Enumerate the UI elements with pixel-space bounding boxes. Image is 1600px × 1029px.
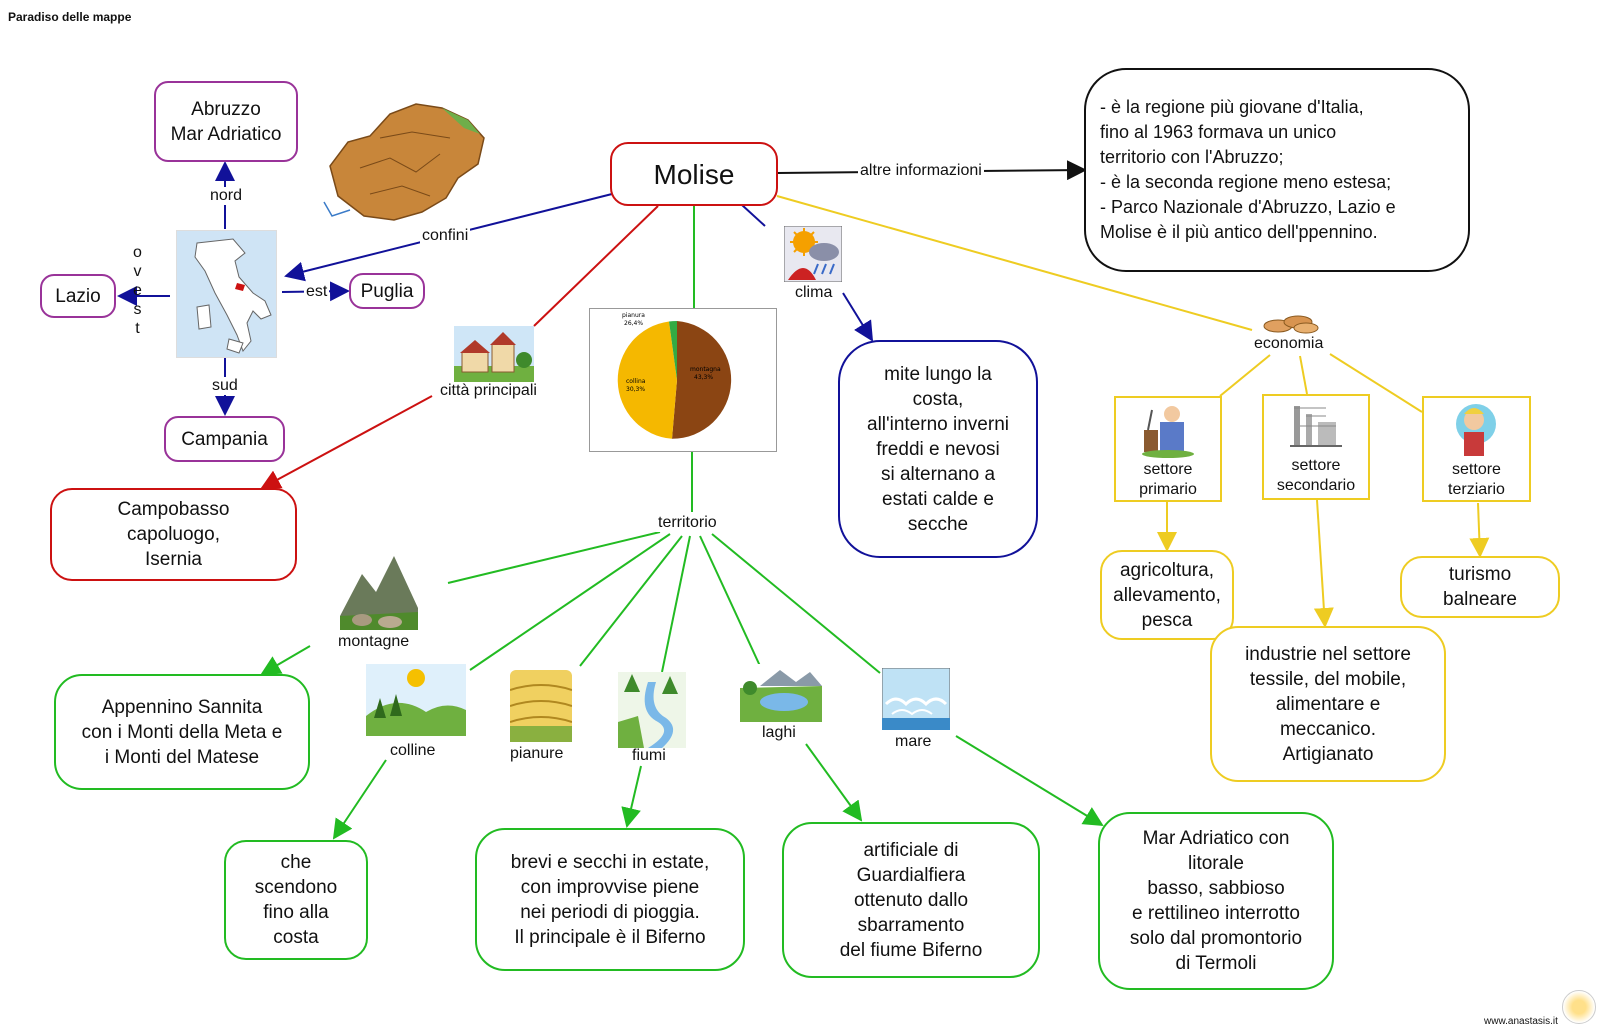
label-confini: confini <box>420 227 471 245</box>
pie-label-collina: collina <box>626 378 646 385</box>
node-mare-desc-text: Mar Adriatico con litorale basso, sabbio… <box>1129 828 1303 974</box>
caption-pianure: pianure <box>510 745 564 762</box>
label-ovest: o v e s t <box>133 244 142 337</box>
box-settore-primario[interactable]: settore primario <box>1114 396 1222 502</box>
node-capoluogo[interactable]: Campobasso capoluogo, Isernia <box>50 488 297 581</box>
village-icon <box>454 326 534 382</box>
central-node-molise[interactable]: Molise <box>610 142 778 206</box>
label-altre-informazioni: altre informazioni <box>858 162 984 180</box>
worker-icon <box>1456 404 1496 456</box>
caption-laghi: laghi <box>762 724 796 741</box>
caption-fiumi: fiumi <box>632 747 666 764</box>
node-abruzzo[interactable]: Abruzzo Mar Adriatico <box>154 81 298 162</box>
node-montagne-desc[interactable]: Appennino Sannita con i Monti della Meta… <box>54 674 310 790</box>
node-primario-desc[interactable]: agricoltura, allevamento, pesca <box>1100 550 1234 640</box>
node-mare-desc[interactable]: Mar Adriatico con litorale basso, sabbio… <box>1098 812 1334 990</box>
node-puglia-text: Puglia <box>360 280 414 302</box>
box-settore-terziario[interactable]: settore terziario <box>1422 396 1531 502</box>
node-fiumi-desc-text: brevi e secchi in estate, con improvvise… <box>510 851 710 948</box>
caption-colline: colline <box>390 742 436 759</box>
settore-secondario-text: settore secondario <box>1276 457 1356 494</box>
label-est: est <box>304 283 330 301</box>
node-fiumi-desc[interactable]: brevi e secchi in estate, con improvvise… <box>475 828 745 971</box>
node-altre-informazioni[interactable]: - è la regione più giovane d'Italia, fin… <box>1084 68 1470 272</box>
node-laghi-desc-text: artificiale di Guardialfiera ottenuto da… <box>839 839 983 961</box>
site-title: Paradiso delle mappe <box>8 10 132 24</box>
node-campania[interactable]: Campania <box>164 416 285 462</box>
label-territorio: territorio <box>656 514 719 532</box>
node-laghi-desc[interactable]: artificiale di Guardialfiera ottenuto da… <box>782 822 1040 978</box>
node-montagne-desc-text: Appennino Sannita con i Monti della Meta… <box>81 696 283 768</box>
node-altre-informazioni-text: - è la regione più giovane d'Italia, fin… <box>1100 97 1396 242</box>
label-citta-principali: città principali <box>438 382 539 400</box>
fields-icon <box>510 670 572 742</box>
river-icon <box>618 672 686 748</box>
node-lazio[interactable]: Lazio <box>40 274 116 318</box>
pie-chart-panel: montagna 43,3% collina 30,3% pianura 26,… <box>589 308 777 452</box>
box-settore-secondario[interactable]: settore secondario <box>1262 394 1370 500</box>
sea-icon <box>882 668 950 730</box>
super-erik-logo-icon <box>1562 990 1596 1024</box>
label-nord: nord <box>208 187 245 205</box>
node-campania-text: Campania <box>181 428 268 450</box>
caption-mare: mare <box>895 733 932 750</box>
weather-icon <box>784 226 842 282</box>
label-sud: sud <box>210 377 240 395</box>
node-capoluogo-text: Campobasso capoluogo, Isernia <box>117 499 230 570</box>
label-clima: clima <box>793 284 835 302</box>
lake-icon <box>740 664 822 722</box>
node-puglia[interactable]: Puglia <box>349 273 425 309</box>
node-secondario-desc[interactable]: industrie nel settore tessile, del mobil… <box>1210 626 1446 782</box>
node-terziario-desc-text: turismo balneare <box>1443 564 1517 610</box>
pie-value-collina: 30,3% <box>626 386 645 393</box>
node-terziario-desc[interactable]: turismo balneare <box>1400 556 1560 618</box>
settore-primario-text: settore primario <box>1139 461 1197 498</box>
mountains-icon <box>340 552 418 630</box>
caption-montagne: montagne <box>338 633 410 650</box>
label-economia: economia <box>1252 335 1326 353</box>
farmer-icon <box>1142 406 1194 458</box>
central-title: Molise <box>653 158 735 190</box>
factory-icon <box>1290 406 1342 447</box>
pie-value-montagna: 43,3% <box>694 374 713 381</box>
node-clima-desc[interactable]: mite lungo la costa, all'interno inverni… <box>838 340 1038 558</box>
node-colline-desc-text: che scendono fino alla costa <box>254 852 338 948</box>
node-primario-desc-text: agricoltura, allevamento, pesca <box>1113 559 1221 631</box>
pie-label-montagna: montagna <box>690 366 721 373</box>
hills-icon <box>366 664 466 736</box>
node-colline-desc[interactable]: che scendono fino alla costa <box>224 840 368 960</box>
pie-value-pianura: 26,4% <box>624 320 643 327</box>
italy-map-icon <box>176 230 277 358</box>
coins-icon <box>1263 315 1319 334</box>
node-clima-desc-text: mite lungo la costa, all'interno inverni… <box>867 363 1009 535</box>
pie-label-pianura: pianura <box>622 312 645 319</box>
footer-url[interactable]: www.anastasis.it <box>1484 1016 1558 1027</box>
node-lazio-text: Lazio <box>55 285 101 307</box>
molise-map-icon <box>323 103 485 221</box>
settore-terziario-text: settore terziario <box>1448 461 1505 498</box>
node-secondario-desc-text: industrie nel settore tessile, del mobil… <box>1245 643 1411 765</box>
node-abruzzo-text: Abruzzo Mar Adriatico <box>170 98 282 145</box>
